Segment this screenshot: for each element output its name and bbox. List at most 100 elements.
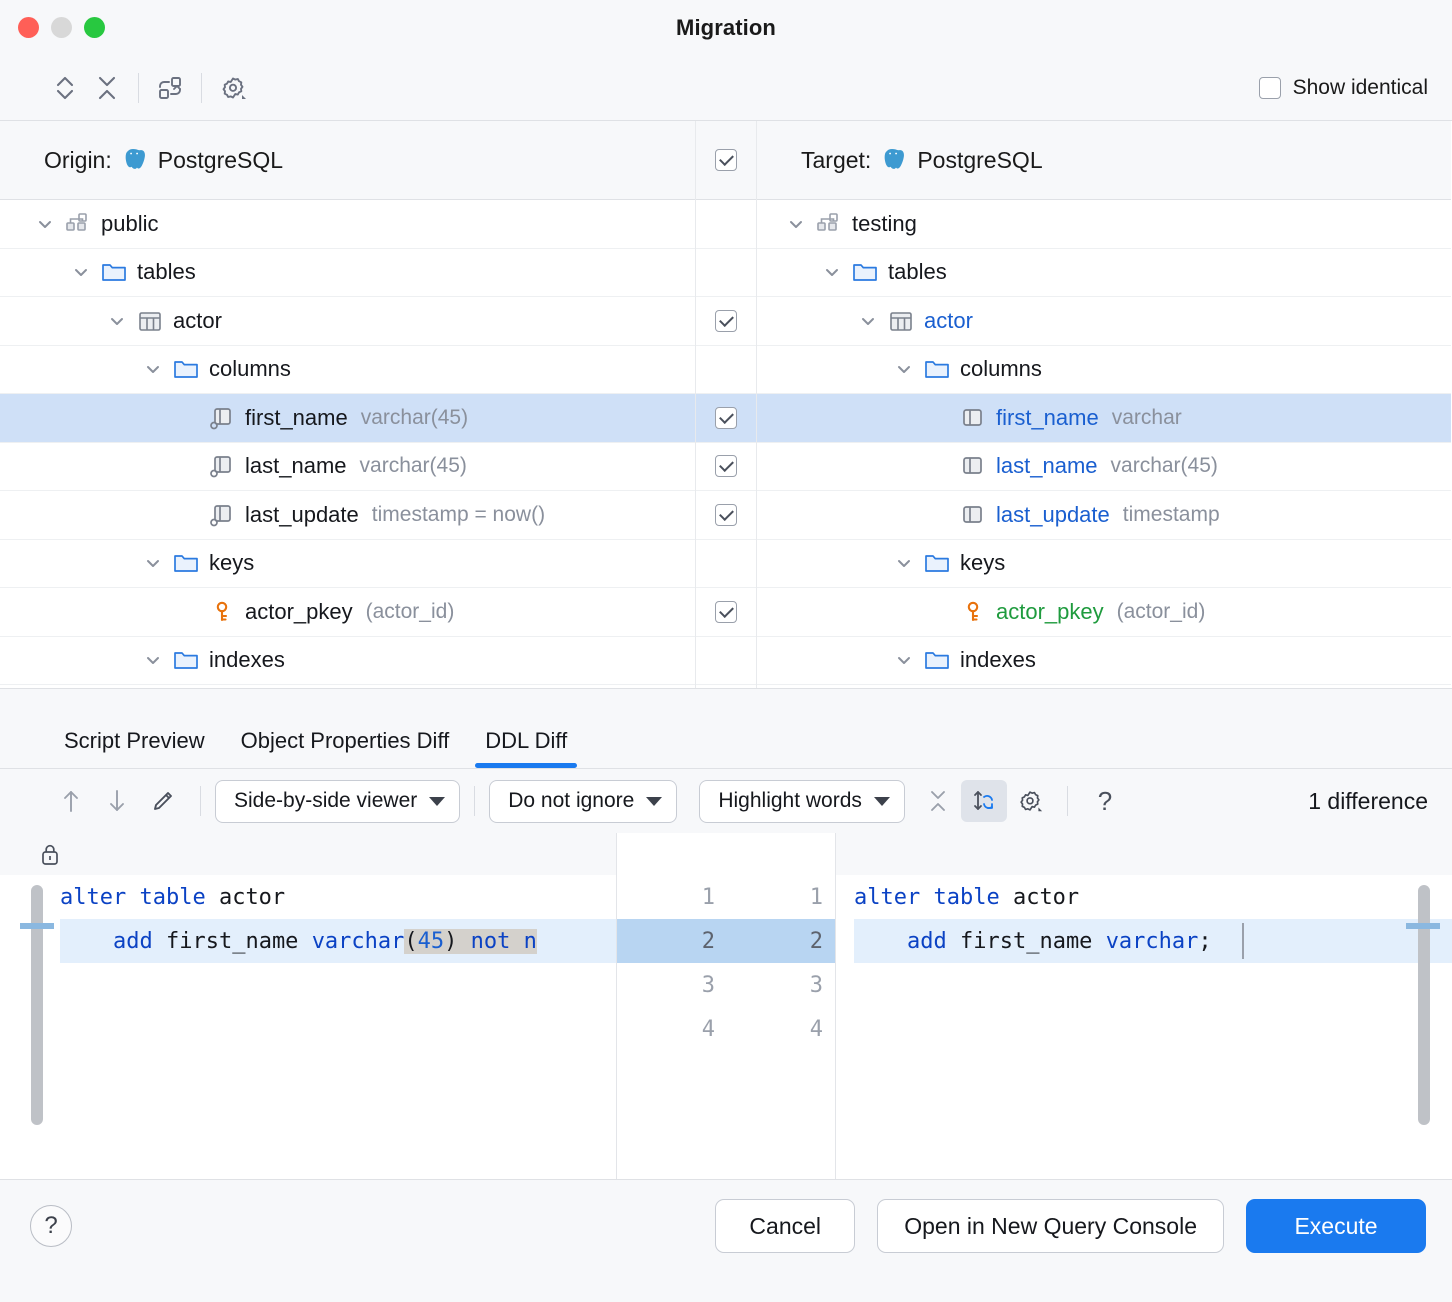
migrate-checkbox-cell[interactable] xyxy=(696,443,756,491)
column-icon xyxy=(208,452,236,480)
tree-row[interactable]: actor xyxy=(0,297,695,346)
column-icon xyxy=(208,404,236,432)
next-difference-icon[interactable] xyxy=(94,780,140,822)
migrate-checkbox[interactable] xyxy=(715,600,737,623)
window-controls[interactable] xyxy=(18,17,105,38)
show-identical-toggle[interactable]: Show identical xyxy=(1258,76,1428,100)
tree-row-label: tables xyxy=(137,259,196,285)
expand-all-icon[interactable] xyxy=(44,67,86,109)
tree-row-label: last_name xyxy=(245,453,347,479)
tree-row[interactable]: columns xyxy=(757,346,1451,394)
minimize-window-button[interactable] xyxy=(51,17,72,38)
diff-settings-gear-icon[interactable] xyxy=(1007,780,1053,822)
highlight-mode-dropdown[interactable]: Highlight words xyxy=(699,779,905,823)
collapse-unchanged-icon[interactable] xyxy=(915,780,961,822)
collapse-all-icon[interactable] xyxy=(86,67,128,109)
chevron-down-icon[interactable] xyxy=(140,647,166,673)
code-line[interactable]: alter table actor xyxy=(60,875,616,919)
tree-row[interactable]: actor xyxy=(757,297,1451,346)
tree-row[interactable]: indexes xyxy=(0,637,695,685)
diff-toolbar: Side-by-side viewer Do not ignore Highli… xyxy=(0,769,1452,833)
diff-pane-target[interactable]: alter table actor add first_name varchar… xyxy=(836,833,1452,1179)
code-line[interactable] xyxy=(60,1007,616,1051)
code-line[interactable] xyxy=(60,963,616,1007)
code-token: varchar xyxy=(311,928,405,954)
chevron-down-icon[interactable] xyxy=(140,550,166,576)
execute-button[interactable]: Execute xyxy=(1246,1199,1426,1253)
migrate-checkbox-cell[interactable] xyxy=(696,297,756,346)
tab-script-preview[interactable]: Script Preview xyxy=(46,728,223,768)
target-header: Target: PostgreSQL xyxy=(757,121,1451,200)
chevron-down-icon[interactable] xyxy=(891,550,917,576)
migrate-checkbox-cell[interactable] xyxy=(696,491,756,540)
tree-row[interactable]: tables xyxy=(0,249,695,297)
chevron-down-icon[interactable] xyxy=(891,647,917,673)
swap-sides-icon[interactable] xyxy=(149,67,191,109)
viewer-mode-dropdown[interactable]: Side-by-side viewer xyxy=(215,779,461,823)
migrate-checkbox[interactable] xyxy=(715,503,737,526)
settings-gear-icon[interactable] xyxy=(212,67,254,109)
edit-source-pencil-icon[interactable] xyxy=(140,780,186,822)
tree-row[interactable]: actor_pkey(actor_id) xyxy=(757,588,1451,637)
tree-row[interactable]: testing xyxy=(757,200,1451,249)
select-all-checkbox[interactable] xyxy=(715,149,737,171)
chevron-down-icon xyxy=(873,796,890,806)
tab-object-properties-diff[interactable]: Object Properties Diff xyxy=(223,728,468,768)
previous-difference-icon[interactable] xyxy=(48,780,94,822)
tree-row[interactable]: keys xyxy=(0,540,695,588)
chevron-down-icon[interactable] xyxy=(140,356,166,382)
origin-line-number: 4 xyxy=(701,1016,715,1042)
folder-icon xyxy=(172,355,200,383)
tree-row[interactable]: actor_pkey(actor_id) xyxy=(0,588,695,637)
diff-help-icon[interactable]: ? xyxy=(1097,785,1113,816)
cancel-button[interactable]: Cancel xyxy=(715,1199,856,1253)
code-line[interactable]: alter table actor xyxy=(854,875,1452,919)
chevron-down-icon[interactable] xyxy=(783,211,809,237)
origin-code-lines[interactable]: alter table actor add first_name varchar… xyxy=(0,875,616,1179)
chevron-down-icon[interactable] xyxy=(104,308,130,334)
code-line[interactable] xyxy=(854,1007,1452,1051)
code-token: add xyxy=(112,928,153,954)
open-in-new-query-console-button[interactable]: Open in New Query Console xyxy=(877,1199,1224,1253)
folder-icon xyxy=(172,549,200,577)
code-line[interactable]: add first_name varchar; xyxy=(854,919,1452,963)
code-token: not n xyxy=(470,928,537,954)
target-scrollbar[interactable] xyxy=(1418,885,1430,1125)
migrate-checkbox-cell[interactable] xyxy=(696,394,756,443)
close-window-button[interactable] xyxy=(18,17,39,38)
synchronize-scrolling-icon[interactable] xyxy=(960,780,1007,822)
tree-row[interactable]: public xyxy=(0,200,695,249)
chevron-down-icon[interactable] xyxy=(68,259,94,285)
migrate-checkbox[interactable] xyxy=(715,455,737,478)
diff-pane-origin[interactable]: alter table actor add first_name varchar… xyxy=(0,833,616,1179)
tree-row[interactable]: keys xyxy=(757,540,1451,588)
chevron-down-icon[interactable] xyxy=(891,356,917,382)
migrate-checkbox[interactable] xyxy=(715,406,737,429)
migrate-header-checkbox-cell[interactable] xyxy=(696,121,756,200)
chevron-down-icon[interactable] xyxy=(32,211,58,237)
tab-ddl-diff[interactable]: DDL Diff xyxy=(467,728,585,768)
maximize-window-button[interactable] xyxy=(84,17,105,38)
migrate-checkbox[interactable] xyxy=(715,309,737,332)
code-line[interactable] xyxy=(854,963,1452,1007)
show-identical-checkbox[interactable] xyxy=(1258,77,1281,99)
tree-row[interactable]: tables xyxy=(757,249,1451,297)
tree-row[interactable]: columns xyxy=(0,346,695,394)
origin-scrollbar[interactable] xyxy=(31,885,43,1125)
help-button[interactable]: ? xyxy=(30,1205,72,1247)
tree-row[interactable]: indexes xyxy=(757,637,1451,685)
chevron-down-icon[interactable] xyxy=(855,308,881,334)
chevron-down-icon[interactable] xyxy=(819,259,845,285)
migrate-checkbox-cell[interactable] xyxy=(696,588,756,637)
ignore-mode-dropdown[interactable]: Do not ignore xyxy=(489,779,678,823)
code-line[interactable]: add first_name varchar(45) not n xyxy=(60,919,616,963)
target-code-lines[interactable]: alter table actor add first_name varchar… xyxy=(836,875,1452,1179)
